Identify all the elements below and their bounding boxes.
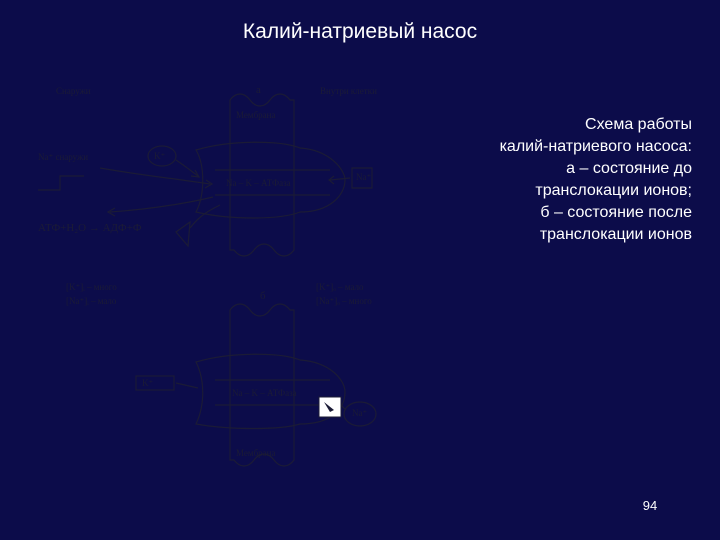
caption-line: транслокации ионов; [535,182,692,199]
na-ion-label-a: Na⁺ [356,172,372,182]
na-ion-label-b: Na⁺ [352,408,368,418]
na-lower-right: [Na⁺]ₒ – много [316,296,372,306]
na-arrow [99,167,211,185]
triangle-a [175,220,191,248]
na-marker-a [351,167,373,189]
caption-line: калий-натриевого насоса: [499,138,692,155]
page-number: 94 [642,498,658,513]
k-lower-right: [K⁺]ₒ – мало [316,282,364,292]
atp-equation: АТФ+H₂O → АДФ+Ф [38,222,142,234]
na-circle-b [343,401,377,427]
inside-label: Внутри клетки [320,86,377,96]
atp-arrow [109,196,214,213]
outside-label: Снаружи [56,86,91,96]
k-ion-label: K⁺ [154,151,166,161]
enzyme-label-a: Na – K – АТФаза [226,178,291,188]
k-box-b [135,375,175,391]
slide-caption: Схема работы калий-натриевого насоса: а … [470,114,692,246]
slide-title: Калий-натриевый насос [242,20,478,43]
k-ion-circle [147,145,177,167]
membrane-a [229,93,295,257]
k-arrow [175,159,199,177]
k-lower-left: [K⁺]ᵢ – много [66,282,117,292]
enzyme-label-b: Na – K – АТФаза [232,388,297,398]
membrane-b [229,303,295,467]
caption-line: б – состояние после [540,204,692,221]
pump-body-a [195,141,346,219]
membrane-label: Мембрана [236,110,276,120]
na-lower-left: [Na⁺]ᵢ – мало [66,296,117,306]
step-line [38,175,84,191]
caption-line: а – состояние до [566,160,692,177]
panel-a-label: а [256,84,261,96]
bottom-membrane-label: Мембрана [236,448,276,458]
panel-b-label: б [260,290,266,302]
na-top-label: Na⁺ снаружи [38,152,89,162]
caption-line: Схема работы [585,116,692,133]
k-ion-label-b: K⁺ [142,378,154,388]
caption-line: транслокации ионов [539,226,692,243]
